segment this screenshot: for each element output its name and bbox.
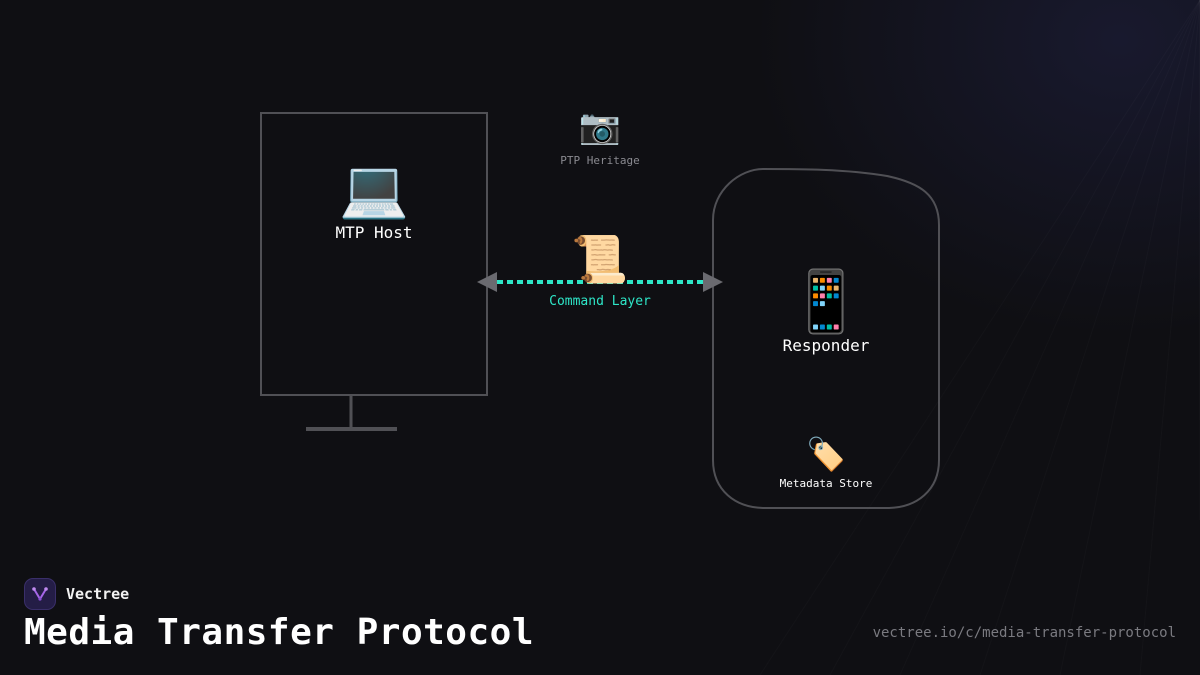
command-layer-label: Command Layer [549,294,651,309]
page-title: Media Transfer Protocol [24,612,534,653]
arrowhead-left-icon [477,272,497,292]
label-tag-icon: 🏷️ [806,435,846,473]
vectree-logo-icon [24,578,56,610]
responder-device-frame [712,167,940,509]
arrowhead-right-icon [703,272,723,292]
host-label: MTP Host [335,223,412,242]
brand: Vectree [24,577,129,611]
page-url: vectree.io/c/media-transfer-protocol [872,625,1176,641]
heritage-label: PTP Heritage [560,154,639,167]
mobile-phone-icon: 📱 [789,267,864,337]
host-monitor-frame [260,112,488,431]
scroll-icon: 📜 [571,232,628,286]
metadata-store-label: Metadata Store [780,477,873,490]
laptop-icon: 💻 [339,157,409,222]
responder-label: Responder [783,336,870,355]
brand-name: Vectree [66,585,130,603]
camera-icon: 📷 [579,107,621,147]
